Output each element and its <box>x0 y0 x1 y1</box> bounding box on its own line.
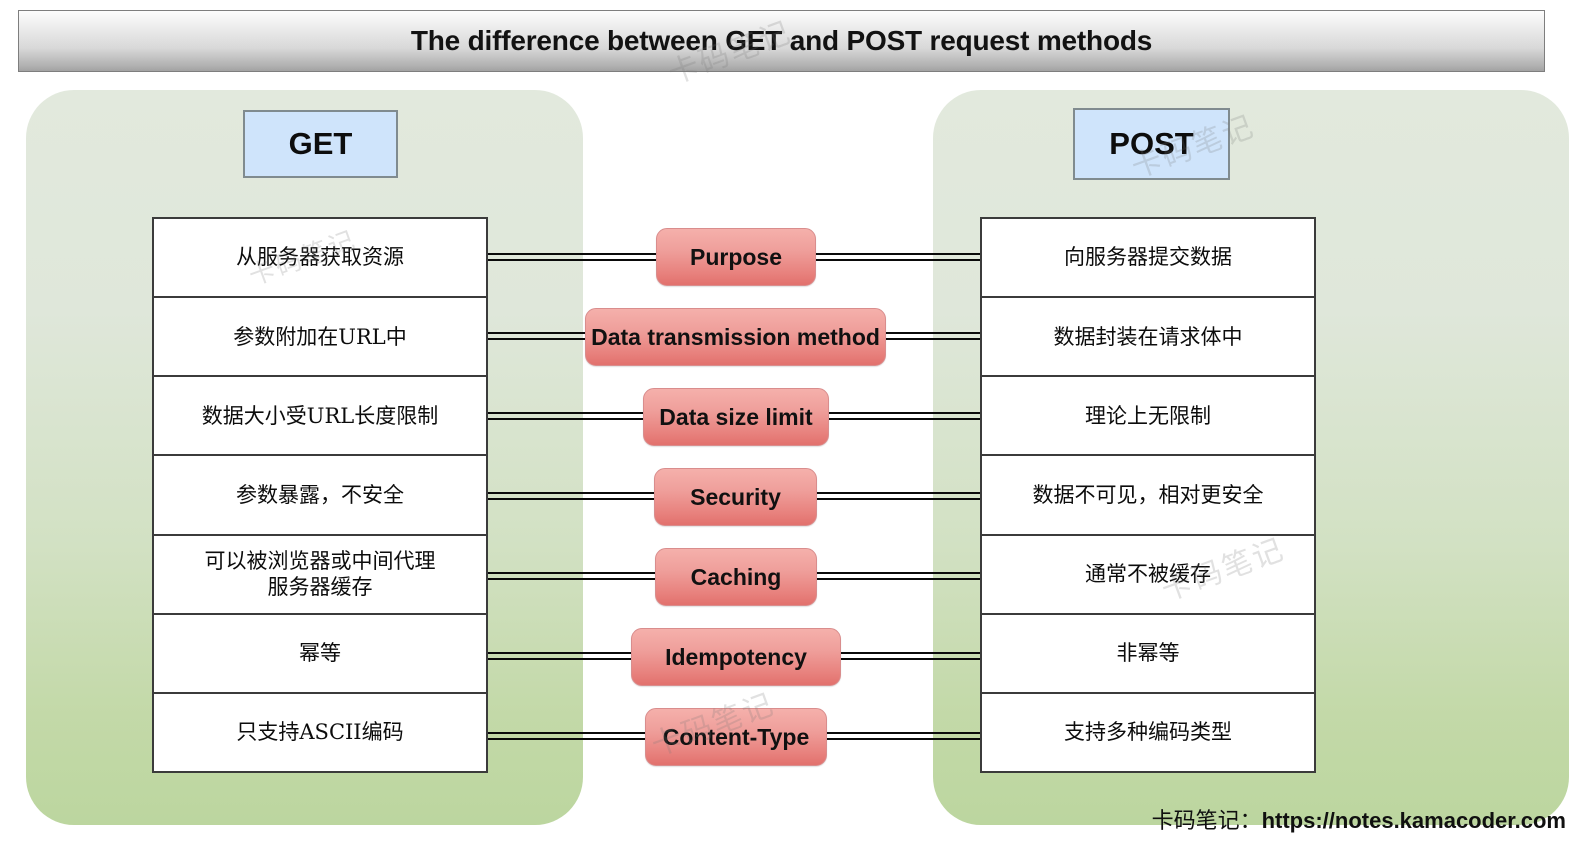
post-cell-1: 数据封装在请求体中 <box>1053 324 1243 349</box>
post-cell-3: 数据不可见，相对更安全 <box>1032 482 1264 507</box>
post-cell-6: 支持多种编码类型 <box>1064 720 1232 745</box>
table-row: 支持多种编码类型 <box>982 694 1314 771</box>
criterion-pill-caching: Caching <box>655 548 817 606</box>
table-row: 幂等 <box>154 615 486 694</box>
method-box-post: POST <box>1073 108 1230 180</box>
get-cell-5: 幂等 <box>299 641 341 666</box>
title-bar: The difference between GET and POST requ… <box>18 10 1545 72</box>
footer-brand: 卡码笔记： <box>1151 809 1262 834</box>
table-row: 可以被浏览器或中间代理 服务器缓存 <box>154 536 486 615</box>
criterion-pill-data-transmission-method: Data transmission method <box>585 308 886 366</box>
get-cell-0: 从服务器获取资源 <box>236 245 404 270</box>
criterion-label-data-size-limit: Data size limit <box>659 403 813 430</box>
criterion-label-purpose: Purpose <box>689 243 783 270</box>
criterion-label-security: Security <box>690 483 781 510</box>
criterion-pill-security: Security <box>654 468 817 526</box>
footer-url: https://notes.kamacoder.com <box>1261 808 1566 833</box>
criterion-label-data-transmission-method: Data transmission method <box>591 323 880 350</box>
method-label-get: GET <box>288 126 353 161</box>
table-row: 向服务器提交数据 <box>982 219 1314 299</box>
method-box-get: GET <box>243 110 398 178</box>
table-row: 数据封装在请求体中 <box>982 298 1314 378</box>
table-row: 参数暴露，不安全 <box>154 456 486 536</box>
get-cell-2: 数据大小受URL长度限制 <box>201 403 439 428</box>
page-title: The difference between GET and POST requ… <box>410 25 1153 56</box>
get-cell-3: 参数暴露，不安全 <box>236 482 404 507</box>
criterion-label-content-type: Content-Type <box>662 723 810 750</box>
post-cell-5: 非幂等 <box>1116 641 1180 666</box>
post-attributes-table: 向服务器提交数据 数据封装在请求体中 理论上无限制 数据不可见，相对更安全 通常… <box>980 217 1316 773</box>
post-cell-0: 向服务器提交数据 <box>1064 245 1232 270</box>
table-row: 参数附加在URL中 <box>154 298 486 378</box>
get-cell-6: 只支持ASCII编码 <box>236 720 404 745</box>
table-row: 数据不可见，相对更安全 <box>982 456 1314 536</box>
post-cell-2: 理论上无限制 <box>1085 403 1211 428</box>
get-cell-1: 参数附加在URL中 <box>233 324 407 349</box>
criterion-pill-idempotency: Idempotency <box>631 628 841 686</box>
method-label-post: POST <box>1109 126 1194 161</box>
criterion-label-caching: Caching <box>690 563 782 590</box>
get-attributes-table: 从服务器获取资源 参数附加在URL中 数据大小受URL长度限制 参数暴露，不安全… <box>152 217 488 773</box>
get-cell-4: 可以被浏览器或中间代理 服务器缓存 <box>204 548 436 600</box>
table-row: 从服务器获取资源 <box>154 219 486 299</box>
footer-credit: 卡码笔记：https://notes.kamacoder.com <box>1152 803 1566 835</box>
criterion-label-idempotency: Idempotency <box>665 643 807 670</box>
table-row: 理论上无限制 <box>982 377 1314 457</box>
table-row: 数据大小受URL长度限制 <box>154 377 486 457</box>
table-row: 只支持ASCII编码 <box>154 694 486 771</box>
table-row: 非幂等 <box>982 615 1314 694</box>
table-row: 通常不被缓存 <box>982 536 1314 615</box>
criterion-pill-purpose: Purpose <box>656 228 816 286</box>
criterion-pill-content-type: Content-Type <box>645 708 827 766</box>
criterion-pill-data-size-limit: Data size limit <box>643 388 829 446</box>
post-cell-4: 通常不被缓存 <box>1085 562 1211 586</box>
